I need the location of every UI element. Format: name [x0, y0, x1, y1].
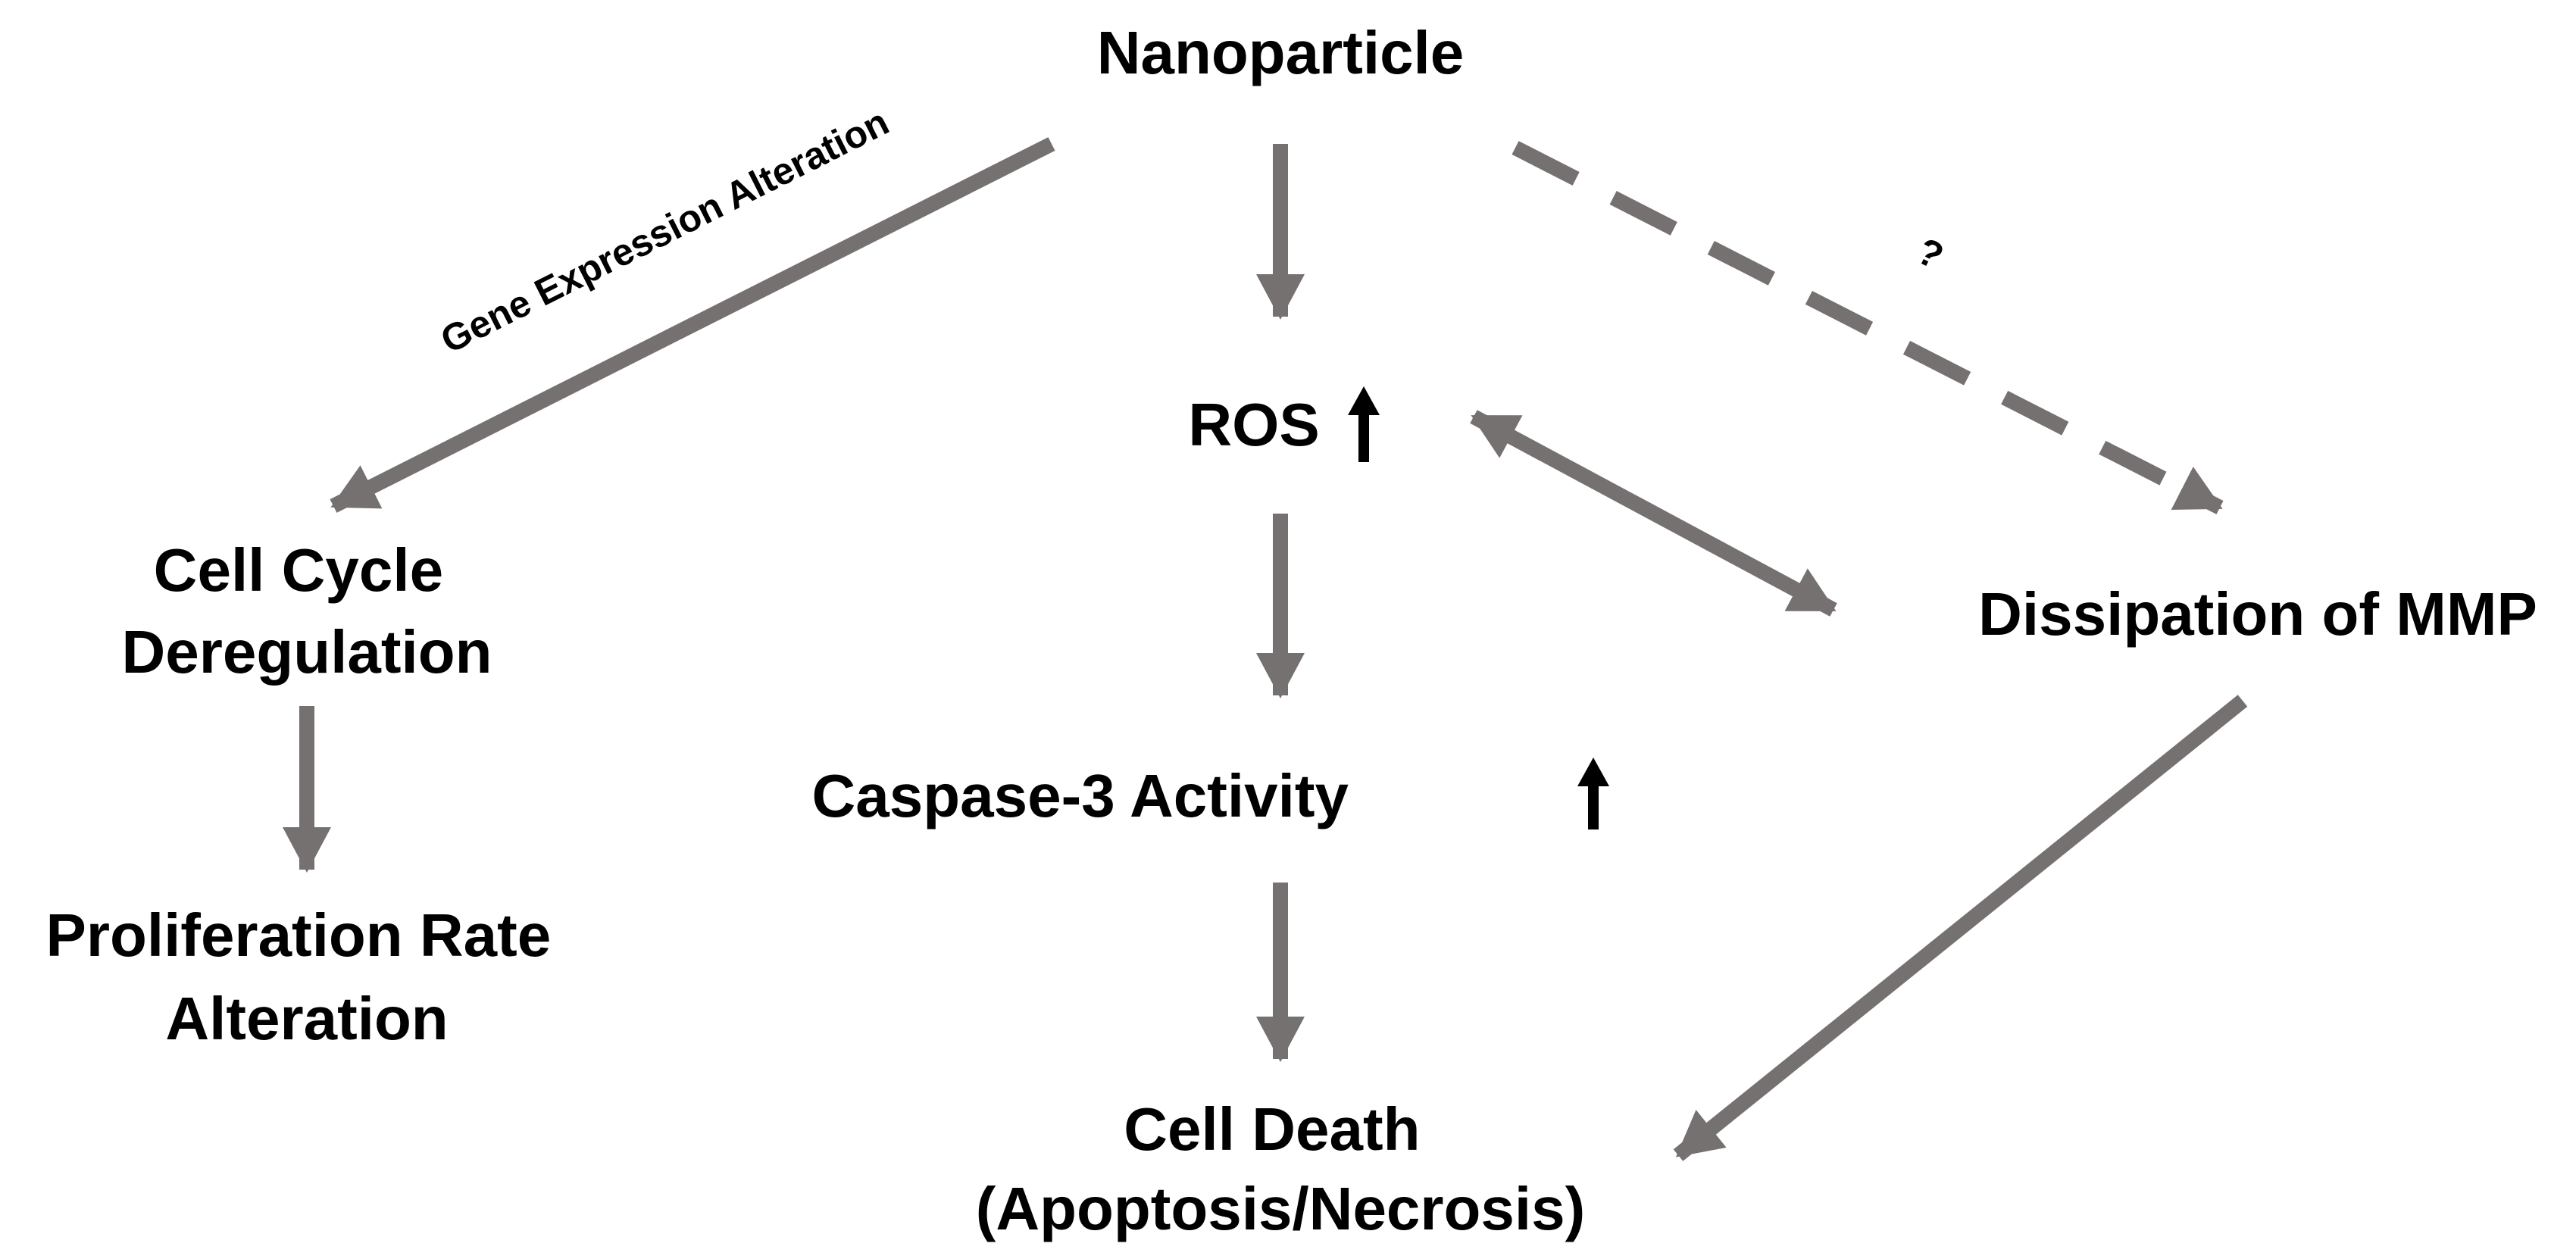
- node-ros: ROS: [1188, 391, 1319, 458]
- cell-death-line-2: (Apoptosis/Necrosis): [976, 1175, 1586, 1242]
- cell-cycle-line-1: Cell Cycle: [154, 536, 443, 604]
- arrow-ros-mmp-bidirectional: [1470, 410, 1837, 617]
- up-arrow-icon: [1577, 758, 1609, 829]
- arrow-nanoparticle-to-mmp-uncertain: [1512, 141, 2224, 514]
- proliferation-line-2: Alteration: [165, 985, 448, 1052]
- node-caspase-3-activity: Caspase-3 Activity: [812, 762, 1349, 829]
- node-proliferation-rate-alteration: Proliferation Rate Alteration: [45, 901, 567, 1052]
- node-cell-death: Cell Death (Apoptosis/Necrosis): [976, 1095, 1586, 1242]
- node-nanoparticle: Nanoparticle: [1097, 19, 1465, 86]
- arrow-mmp-to-cell-death: [1673, 695, 2248, 1161]
- arrow-nanoparticle-to-cell-cycle: [330, 137, 1055, 513]
- up-arrow-icon: [1348, 386, 1380, 462]
- node-dissipation-of-mmp: Dissipation of MMP: [1978, 580, 2537, 648]
- label-gene-expression-alteration: Gene Expression Alteration: [434, 100, 896, 361]
- node-cell-cycle-deregulation: Cell Cycle Deregulation: [122, 536, 492, 686]
- label-uncertain-link: ?: [1910, 230, 1950, 278]
- proliferation-line-1: Proliferation Rate: [45, 901, 551, 969]
- cell-death-line-1: Cell Death: [1124, 1095, 1420, 1163]
- cell-cycle-line-2: Deregulation: [122, 618, 492, 686]
